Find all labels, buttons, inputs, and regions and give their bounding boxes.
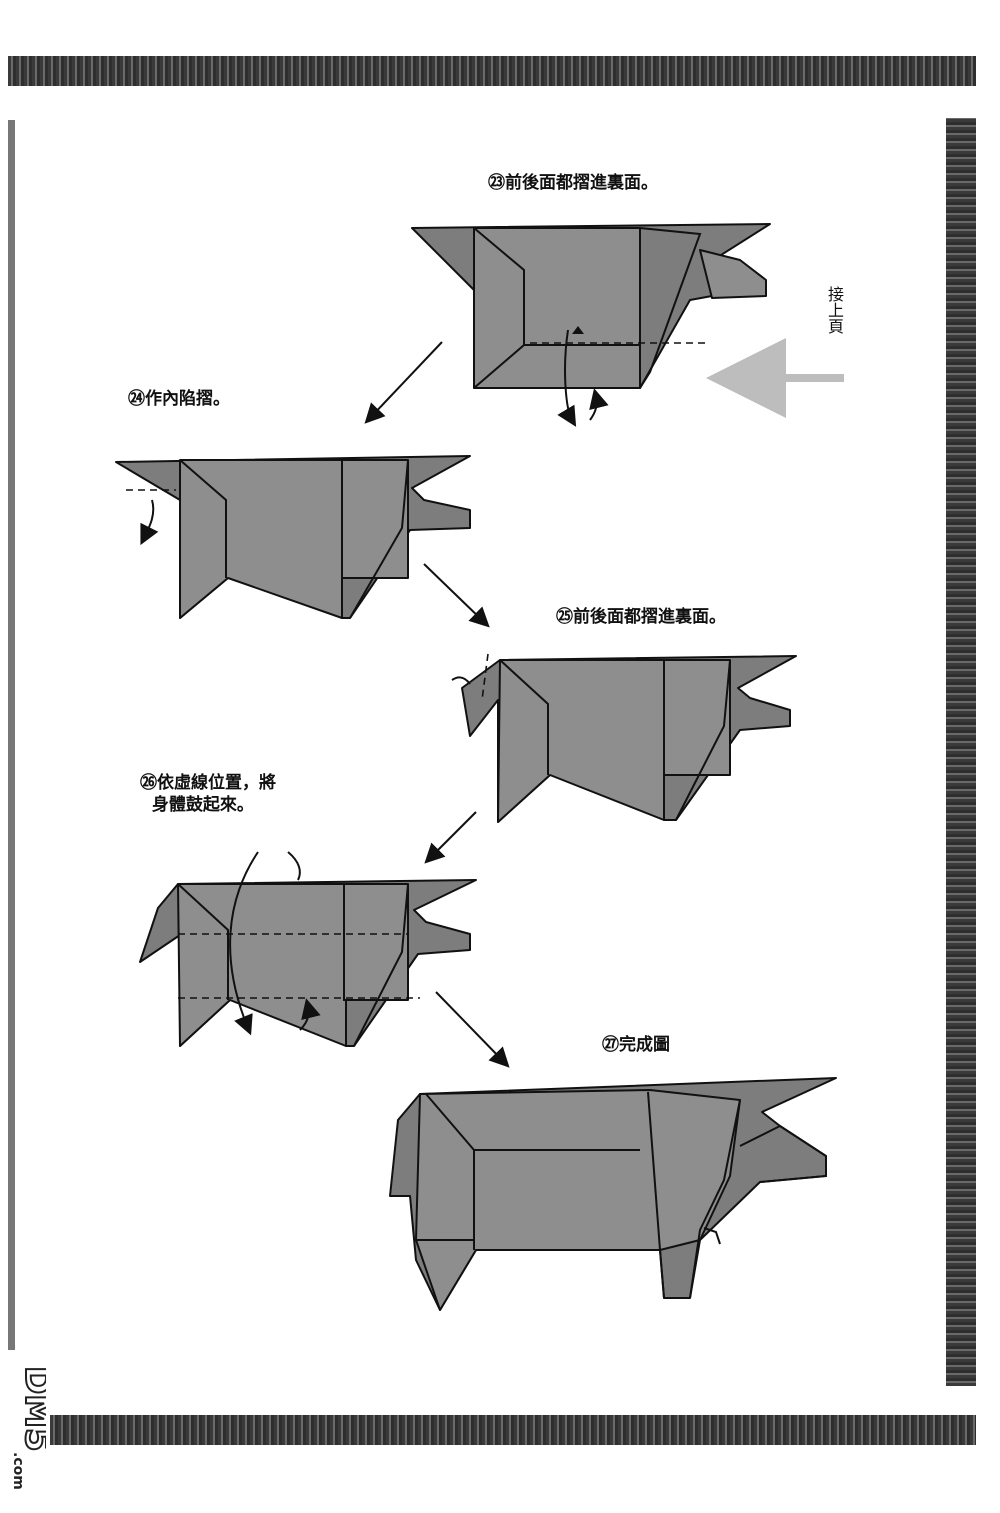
step-23-figure <box>411 223 771 427</box>
step-26-caption: ㉖依虛線位置，將 身體鼓起來。 <box>140 773 276 815</box>
dm5-watermark-logo: DM5 .com <box>10 1365 46 1490</box>
right-border-band <box>946 118 976 1386</box>
step-25-caption: ㉕前後面都摺進裏面。 <box>556 607 726 627</box>
step-26-figure <box>139 851 477 1047</box>
step-arrow-icon <box>423 563 490 628</box>
svg-text:.com: .com <box>10 1452 26 1490</box>
top-border-band <box>8 56 976 86</box>
continued-from-previous-label: 接上頁 <box>825 286 844 334</box>
bottom-border-band <box>50 1415 976 1445</box>
step-arrow-icon <box>435 991 510 1068</box>
step-arrow-icon <box>364 341 443 424</box>
step-24-caption: ㉔作內陷摺。 <box>128 389 230 409</box>
left-border-band <box>8 120 15 1350</box>
step-24-figure <box>115 455 471 619</box>
step-arrow-icon <box>424 811 477 864</box>
step-27-caption: ㉗完成圖 <box>602 1035 670 1055</box>
step-27-figure <box>389 1077 837 1311</box>
step-23-caption: ㉓前後面都摺進裏面。 <box>488 173 658 193</box>
svg-text:DM5: DM5 <box>17 1366 46 1452</box>
step-25-figure <box>451 653 797 823</box>
